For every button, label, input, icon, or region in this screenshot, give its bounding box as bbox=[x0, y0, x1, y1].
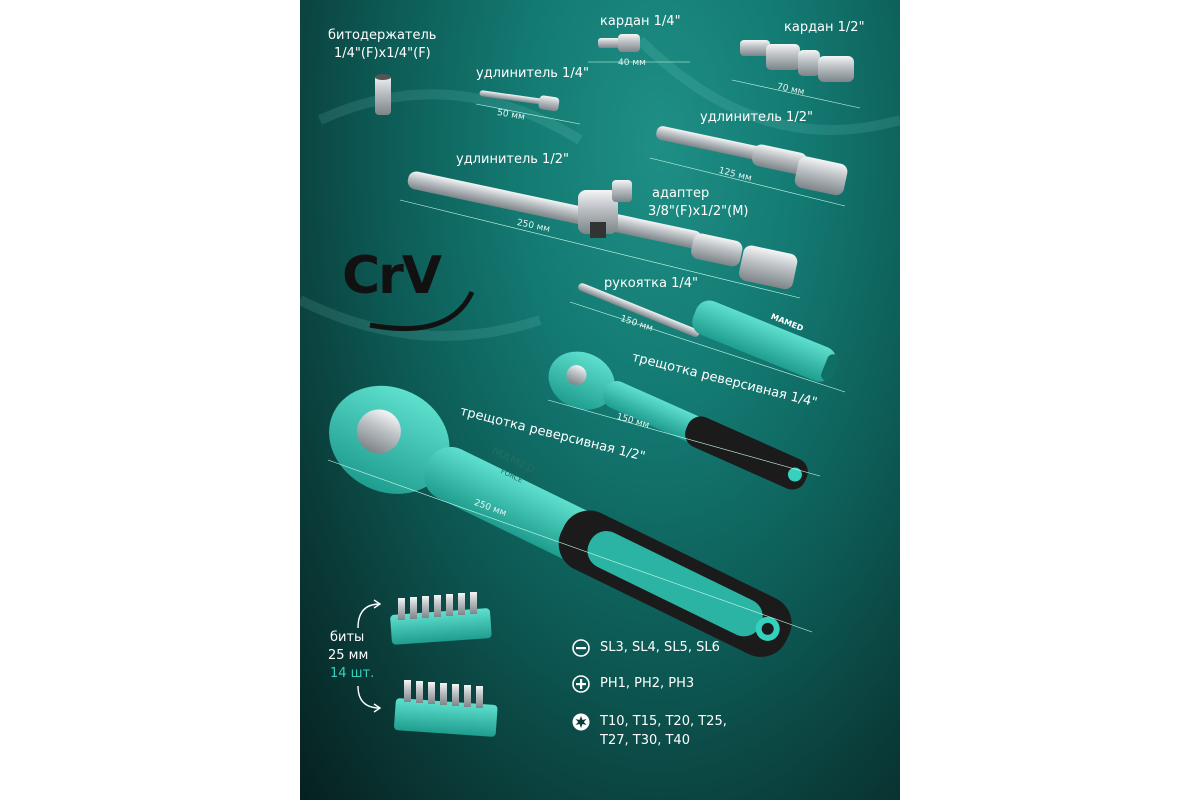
bits-tray-top bbox=[390, 592, 492, 645]
ujoint-14-label: кардан 1/4" bbox=[600, 14, 681, 29]
legend-phillips-text: PH1, PH2, PH3 bbox=[600, 676, 695, 691]
crv-logo: CrV bbox=[342, 246, 442, 306]
ext-12-short-label: удлинитель 1/2" bbox=[700, 110, 813, 125]
crv-swoosh bbox=[369, 290, 475, 332]
handle-14-label: рукоятка 1/4" bbox=[604, 276, 698, 291]
adapter-spec: 3/8"(F)x1/2"(M) bbox=[648, 204, 749, 219]
ext-14-label: удлинитель 1/4" bbox=[476, 66, 589, 81]
ujoint-14-image bbox=[588, 34, 690, 63]
bits-tray-bottom bbox=[394, 680, 498, 737]
legend-slotted: SL3, SL4, SL5, SL6 bbox=[572, 638, 720, 657]
legend-slotted-text: SL3, SL4, SL5, SL6 bbox=[600, 640, 720, 655]
torx-icon bbox=[572, 713, 590, 731]
ratchet-12-image bbox=[327, 385, 813, 657]
tool-illustrations bbox=[300, 34, 900, 737]
bit-holder-spec: 1/4"(F)x1/4"(F) bbox=[334, 46, 431, 61]
ujoint-12-label: кардан 1/2" bbox=[784, 20, 865, 35]
bits-label: биты bbox=[330, 630, 365, 645]
product-poster: CrV битодержатель 1/4"(F)x1/4"(F) кардан… bbox=[300, 0, 900, 800]
ext-12-short-image bbox=[649, 126, 848, 207]
adapter-label: адаптер bbox=[652, 186, 710, 201]
adapter-image bbox=[578, 180, 632, 238]
bit-holder-label: битодержатель bbox=[328, 28, 437, 43]
bits-length: 25 мм bbox=[328, 648, 369, 663]
legend-phillips: PH1, PH2, PH3 bbox=[572, 674, 694, 693]
ext-14-image bbox=[475, 90, 581, 125]
ujoint-14-length: 40 мм bbox=[618, 58, 646, 68]
bits-arrows bbox=[357, 599, 382, 713]
bits-count: 14 шт. bbox=[330, 666, 375, 681]
ratchet-14-image bbox=[547, 351, 821, 490]
ujoint-12-image bbox=[731, 40, 861, 109]
legend-torx-text: T10, T15, T20, T25, T27, T30, T40 bbox=[600, 714, 727, 748]
ext-12-long-label: удлинитель 1/2" bbox=[456, 152, 569, 167]
bit-holder-image bbox=[375, 74, 391, 115]
handle-14-image bbox=[569, 283, 846, 393]
slotted-icon bbox=[572, 639, 590, 657]
legend-torx: T10, T15, T20, T25, T27, T30, T40 bbox=[572, 712, 727, 750]
phillips-icon bbox=[572, 675, 590, 693]
ext-12-long-image bbox=[399, 171, 801, 299]
